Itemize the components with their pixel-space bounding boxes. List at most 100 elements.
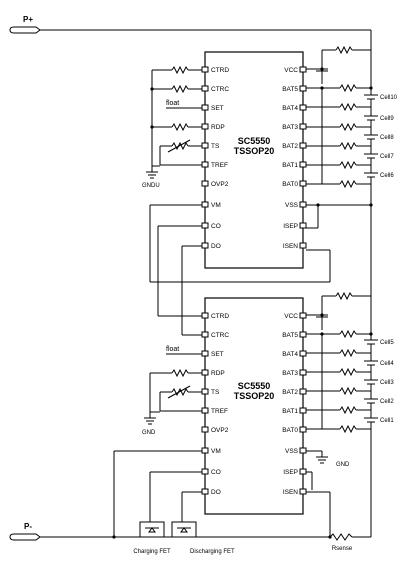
top-pin-ctrd: CTRD (211, 67, 229, 74)
bottom-pin-bat3: BAT3 (282, 370, 298, 377)
pin-square (201, 66, 209, 73)
bottom-pin-ctrd: CTRD (211, 313, 229, 320)
top-pin-bat1: BAT1 (282, 162, 298, 169)
pin-square (201, 407, 209, 414)
negative-terminal-label: P- (24, 522, 32, 531)
bottom-pin-bat2: BAT2 (282, 389, 298, 396)
bottom-pin-bat4: BAT4 (282, 351, 298, 358)
charging-fet-label: Charging FET (133, 549, 171, 555)
pin-square (201, 123, 209, 130)
bottom-pin-rdp: RDP (211, 370, 225, 377)
pin-square (299, 85, 307, 92)
top-ic-left-pins: CTRD CTRC SET RDP TS TREF OVP2 VM CO DO (201, 66, 229, 250)
top-right-network: Cell10 Cell9 Cell8 Cell7 Cell6 (306, 45, 398, 327)
pin-square (201, 242, 209, 249)
pin-square (299, 104, 307, 111)
cell4-label: Cell4 (380, 361, 394, 367)
bottom-float-label: float (166, 346, 179, 353)
pin-square (201, 369, 209, 376)
discharging-fet-label: Discharging FET (190, 549, 235, 555)
bottom-pin-tref: TREF (211, 408, 228, 415)
discharging-fet-diode (180, 527, 188, 533)
pin-square (201, 388, 209, 395)
top-ground-label: GNDU (142, 183, 160, 189)
pin-square (201, 447, 209, 454)
junction-dots (112, 67, 373, 539)
pin-square (299, 180, 307, 187)
pin-square (201, 222, 209, 229)
pin-square (299, 447, 307, 454)
pin-square (299, 350, 307, 357)
top-pin-ctrc: CTRC (211, 86, 229, 93)
pin-square (201, 85, 209, 92)
pin-square (299, 312, 307, 319)
bottom-ic-package: TSSOP20 (234, 391, 275, 401)
pin-square (299, 222, 307, 229)
charging-fet-body (139, 521, 165, 538)
positive-rail: P+ (9, 15, 372, 90)
cell5-label: Cell5 (380, 340, 394, 346)
top-ic-body (204, 51, 304, 269)
top-pin-isen: ISEN (283, 243, 298, 250)
cell9-label: Cell9 (380, 116, 394, 122)
pin-square (299, 331, 307, 338)
pin-square (299, 468, 307, 475)
top-pin-do: DO (211, 243, 221, 250)
pin-square (201, 426, 209, 433)
pin-square (201, 331, 209, 338)
pin-square (299, 142, 307, 149)
bottom-pin-vm: VM (211, 448, 221, 455)
pin-square (201, 468, 209, 475)
top-pin-bat0: BAT0 (282, 181, 298, 188)
bottom-ic-right-pins: VCC BAT5 BAT4 BAT3 BAT2 BAT1 BAT0 VSS IS… (282, 312, 307, 496)
top-pin-bat4: BAT4 (282, 105, 298, 112)
top-pin-vm: VM (211, 202, 221, 209)
top-pin-bat2: BAT2 (282, 143, 298, 150)
top-pin-vss: VSS (285, 202, 299, 209)
bottom-ic-left-pins: CTRD CTRC SET RDP TS TREF OVP2 VM CO DO (201, 312, 229, 496)
pin-square (299, 369, 307, 376)
bottom-pin-ovp2: OVP2 (211, 427, 229, 434)
bottom-pin-isen: ISEN (283, 489, 298, 496)
pin-square (201, 180, 209, 187)
top-pin-bat5: BAT5 (282, 86, 298, 93)
pin-square (299, 242, 307, 249)
pin-square (201, 488, 209, 495)
bottom-right-network: Cell5 Cell4 Cell3 Cell2 Cell1 GND (306, 291, 394, 537)
discharging-fet-body (171, 521, 197, 538)
bottom-left-network: float GND (142, 346, 202, 436)
top-ic-part: SC5550 (238, 136, 271, 146)
pin-square (299, 388, 307, 395)
cell1-label: Cell1 (380, 418, 394, 424)
bottom-pin-set: SET (211, 351, 224, 358)
cell8-label: Cell8 (380, 135, 394, 141)
top-pin-isep: ISEP (283, 223, 298, 230)
bottom-pin-vss: VSS (285, 448, 299, 455)
positive-terminal-label: P+ (23, 15, 33, 24)
sense-resistor: Rsense (329, 533, 371, 552)
top-ic-package: TSSOP20 (234, 146, 275, 156)
pin-square (201, 161, 209, 168)
cell3-label: Cell3 (380, 380, 394, 386)
rsense-label: Rsense (332, 546, 353, 552)
inter-chip-wiring (149, 204, 331, 336)
pin-square (299, 201, 307, 208)
cell6-label: Cell6 (380, 173, 394, 179)
pin-square (299, 407, 307, 414)
top-pin-vcc: VCC (284, 67, 298, 74)
bottom-pin-bat1: BAT1 (282, 408, 298, 415)
cell7-label: Cell7 (380, 154, 394, 160)
pin-square (201, 201, 209, 208)
bottom-pin-isep: ISEP (283, 469, 298, 476)
top-pin-ovp2: OVP2 (211, 181, 229, 188)
top-pin-ts: TS (211, 143, 220, 150)
bottom-pin-ts: TS (211, 389, 220, 396)
top-pin-set: SET (211, 105, 224, 112)
fet-section: Charging FET Discharging FET (113, 450, 330, 555)
top-pin-bat3: BAT3 (282, 124, 298, 131)
bottom-pin-vcc: VCC (284, 313, 298, 320)
pin-square (201, 142, 209, 149)
pin-square (299, 426, 307, 433)
